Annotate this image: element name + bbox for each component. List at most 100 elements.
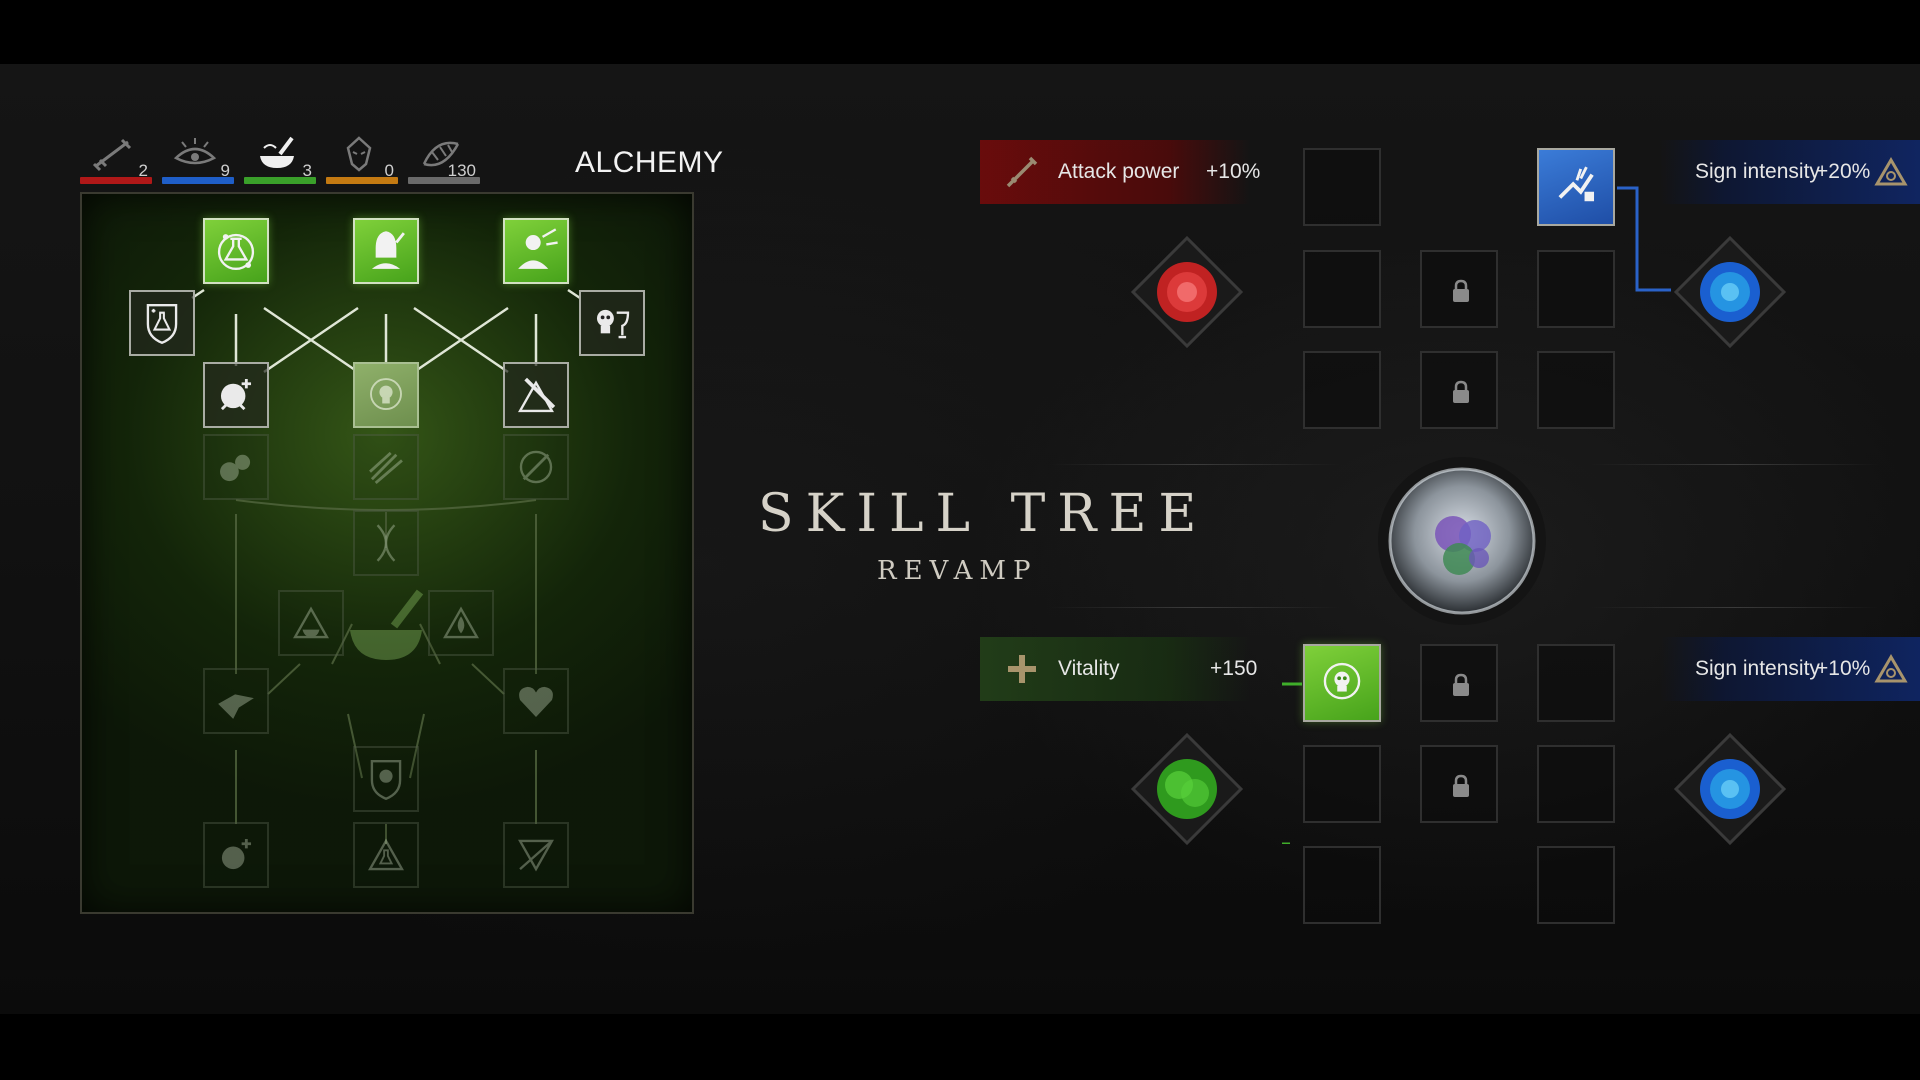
flask-triangle-icon (368, 838, 404, 871)
mutation-slot-empty[interactable] (1537, 846, 1615, 924)
skill-node-heightened-tolerance[interactable] (203, 218, 269, 284)
core-orb-icon (1378, 457, 1546, 625)
sign-intensity-label: Sign intensity (1695, 657, 1820, 680)
eye-sign-icon (173, 138, 217, 165)
mutation-core-orb[interactable] (1375, 454, 1550, 629)
skill-node-efficiency[interactable] (353, 362, 419, 428)
mutation-slot-locked[interactable] (1420, 351, 1498, 429)
blade-triangle-icon (518, 839, 554, 872)
stat-value-general: 0 (384, 161, 394, 180)
mutation-slot-empty[interactable] (1303, 846, 1381, 924)
skill-node-locked[interactable] (353, 822, 419, 888)
skill-node-fixative[interactable] (203, 362, 269, 428)
skill-node-side-right[interactable] (579, 290, 645, 356)
green-connector (1282, 682, 1302, 844)
blue-mutagen-gem[interactable] (1670, 729, 1790, 849)
stat-line-signs (162, 177, 234, 184)
mutation-slot-locked[interactable] (1420, 644, 1498, 722)
attack-power-bonus: Attack power +10% (980, 140, 1260, 204)
divider-line (1050, 607, 1340, 608)
skill-node-side-left[interactable] (129, 290, 195, 356)
stat-tab-signs[interactable]: 9 (162, 134, 234, 184)
attack-power-label: Attack power (1058, 160, 1180, 183)
skill-tree-subtitle: REVAMP (877, 556, 1038, 586)
orb-plus-icon (220, 379, 252, 411)
lock-icon (1453, 673, 1469, 696)
divider-line (1590, 607, 1880, 608)
mutation-slot-empty[interactable] (1537, 351, 1615, 429)
potion-flask-icon (217, 233, 255, 271)
skill-node-locked[interactable] (503, 434, 569, 500)
skill-node-locked[interactable] (353, 434, 419, 500)
sign-intensity-value: +20% (1816, 160, 1871, 183)
flask-slash-icon (519, 450, 553, 484)
skill-node-locked[interactable] (353, 746, 419, 812)
skull-goblet-icon (596, 309, 630, 339)
skill-node-locked[interactable] (203, 668, 269, 734)
drop-triangle-icon (443, 606, 479, 639)
mortar-icon (260, 136, 294, 168)
mutation-slot-empty[interactable] (1303, 745, 1381, 823)
blue-connector (1617, 186, 1671, 292)
sign-intensity-label: Sign intensity (1695, 160, 1820, 183)
mutation-slot-equipped[interactable] (1537, 148, 1615, 226)
sign-intensity-value: +10% (1816, 657, 1871, 680)
sign-triangle-icon (1874, 654, 1908, 683)
sign-hand-icon (1558, 166, 1595, 202)
stat-value-combat: 2 (138, 161, 148, 180)
sword-icon (92, 138, 132, 172)
stat-tab-mutations[interactable]: 130 (408, 134, 480, 184)
green-mutagen-icon (1130, 732, 1244, 846)
blue-mutagen-icon (1673, 235, 1787, 349)
stat-line-mutations (408, 177, 480, 184)
blue-mutagen-gem[interactable] (1670, 232, 1790, 352)
dna-icon (422, 141, 460, 167)
skull-sigil-icon (370, 378, 402, 411)
skill-node-locked[interactable] (503, 822, 569, 888)
skill-node-locked[interactable] (203, 822, 269, 888)
mutation-slot-locked[interactable] (1420, 745, 1498, 823)
mutation-slot-empty[interactable] (1303, 250, 1381, 328)
knight-helm-icon (371, 231, 405, 269)
mutation-slot-empty[interactable] (1537, 745, 1615, 823)
mortar-watermark-icon (350, 589, 424, 660)
stat-value-mutations: 130 (447, 161, 476, 180)
skill-node-locked[interactable] (278, 590, 344, 656)
sword-icon (1006, 156, 1038, 188)
mutation-slot-empty[interactable] (1537, 644, 1615, 722)
stat-tab-alchemy[interactable]: 3 (244, 134, 316, 184)
green-mutagen-gem[interactable] (1127, 729, 1247, 849)
skill-node-locked[interactable] (353, 510, 419, 576)
shield-potion-icon (146, 303, 178, 344)
skill-node-protective-coating[interactable] (503, 362, 569, 428)
tree-connections (191, 288, 581, 844)
stat-value-alchemy: 3 (302, 161, 312, 180)
claw-icon (369, 451, 403, 485)
mutation-slot-equipped[interactable] (1303, 644, 1381, 722)
stat-tab-general[interactable]: 0 (326, 134, 398, 184)
bust-icon (518, 228, 558, 269)
stat-line-general (326, 177, 398, 184)
bombs-icon (220, 454, 251, 482)
mortar-triangle-icon (293, 606, 329, 639)
lock-icon (1453, 774, 1469, 797)
mutation-slot-empty[interactable] (1537, 250, 1615, 328)
skill-node-tissue-transmutation[interactable] (503, 218, 569, 284)
red-mutagen-icon (1130, 235, 1244, 349)
skill-node-locked[interactable] (203, 434, 269, 500)
stat-tab-combat[interactable]: 2 (80, 134, 152, 184)
blue-mutagen-icon (1673, 732, 1787, 846)
mutation-slot-locked[interactable] (1420, 250, 1498, 328)
red-mutagen-gem[interactable] (1127, 232, 1247, 352)
vitality-value: +150 (1210, 657, 1258, 680)
mutation-slot-empty[interactable] (1303, 148, 1381, 226)
skill-node-acquired-tolerance[interactable] (353, 218, 419, 284)
skill-tree-title: SKILL TREE (758, 484, 1209, 544)
skill-node-locked[interactable] (428, 590, 494, 656)
skill-node-locked[interactable] (503, 668, 569, 734)
triangle-blade-icon (518, 377, 556, 413)
mutation-slot-empty[interactable] (1303, 351, 1381, 429)
bomb-plus-icon (221, 839, 252, 870)
skull-shield-icon (370, 759, 402, 800)
bird-icon (218, 694, 254, 719)
